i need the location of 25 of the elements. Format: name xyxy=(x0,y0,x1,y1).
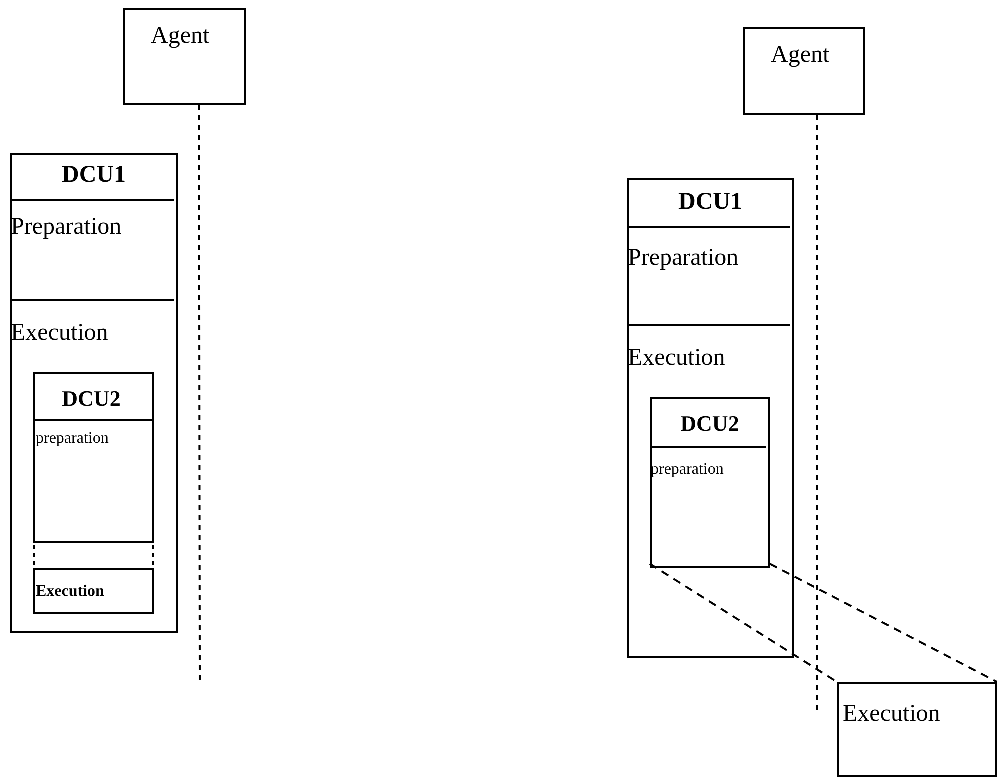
phase-label: Preparation xyxy=(11,215,122,239)
projection-line xyxy=(770,563,998,683)
unit-box xyxy=(627,178,794,658)
actor-name: Agent xyxy=(771,43,830,67)
phase-label: preparation xyxy=(36,431,109,447)
phase-label: Execution xyxy=(843,702,940,726)
unit-title: DCU1 xyxy=(61,163,127,187)
phase-label: Preparation xyxy=(628,246,739,270)
execution-box xyxy=(33,568,154,614)
unit-box xyxy=(33,372,154,612)
actor-box xyxy=(743,27,865,115)
actor-name: Agent xyxy=(151,24,210,48)
actor-box xyxy=(123,8,246,105)
phase-label: Execution xyxy=(11,321,108,345)
section-area xyxy=(33,419,154,543)
unit-title: DCU2 xyxy=(61,388,122,410)
phase-label: Execution xyxy=(628,346,726,370)
unit-box xyxy=(10,153,178,633)
unit-title: DCU2 xyxy=(680,413,740,435)
unit-title: DCU1 xyxy=(678,190,744,214)
lifeline xyxy=(816,115,818,710)
phase-label: Execution xyxy=(36,584,104,600)
phase-label: preparation xyxy=(651,462,724,478)
unit-box xyxy=(650,397,770,568)
execution-box xyxy=(837,682,997,777)
